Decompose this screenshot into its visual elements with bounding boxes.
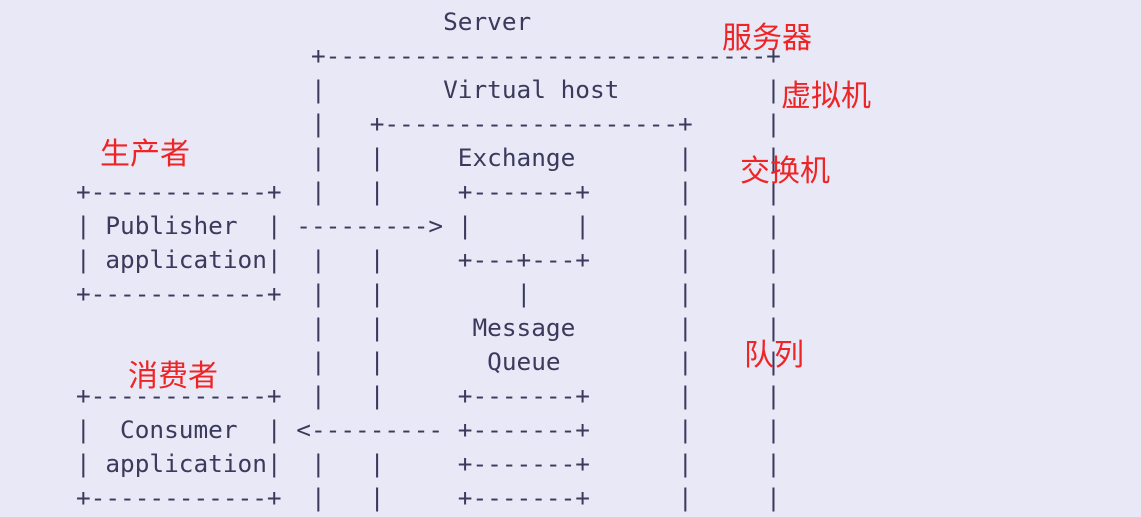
- consumer-application-line: | application| | | +-------+ | |: [76, 449, 781, 478]
- virtual-host-box-top: | +--------------------+ |: [76, 109, 781, 138]
- consumer-arrow-line: | Consumer | <--------- +-------+ | |: [76, 415, 781, 444]
- queue-label-line: | | Queue | |: [76, 347, 781, 376]
- publisher-box-top: +------------+ | | +-------+ | |: [76, 177, 781, 206]
- exchange-label-line: | | Exchange | |: [76, 143, 781, 172]
- virtual-host-annotation: 虚拟机: [781, 79, 871, 114]
- producer-annotation: 生产者: [100, 137, 190, 172]
- exchange-annotation: 交换机: [740, 154, 830, 189]
- server-label-line: Server: [76, 7, 532, 36]
- virtual-host-label-line: | Virtual host |: [76, 75, 781, 104]
- consumer-box-top: +------------+ | | +-------+ | |: [76, 381, 781, 410]
- ascii-diagram: Server +------------------------------+ …: [76, 5, 781, 515]
- queue-annotation: 队列: [744, 338, 804, 373]
- message-label-line: | | Message | |: [76, 313, 781, 342]
- consumer-annotation: 消费者: [128, 359, 218, 394]
- consumer-box-bottom: +------------+ | | +-------+ | |: [76, 483, 781, 512]
- publisher-arrow-line: | Publisher | ---------> | | | |: [76, 211, 781, 240]
- publisher-box-bottom: +------------+ | | | | |: [76, 279, 781, 308]
- publisher-application-line: | application| | | +---+---+ | |: [76, 245, 781, 274]
- server-annotation: 服务器: [722, 21, 812, 56]
- server-box-top: +------------------------------+: [76, 41, 781, 70]
